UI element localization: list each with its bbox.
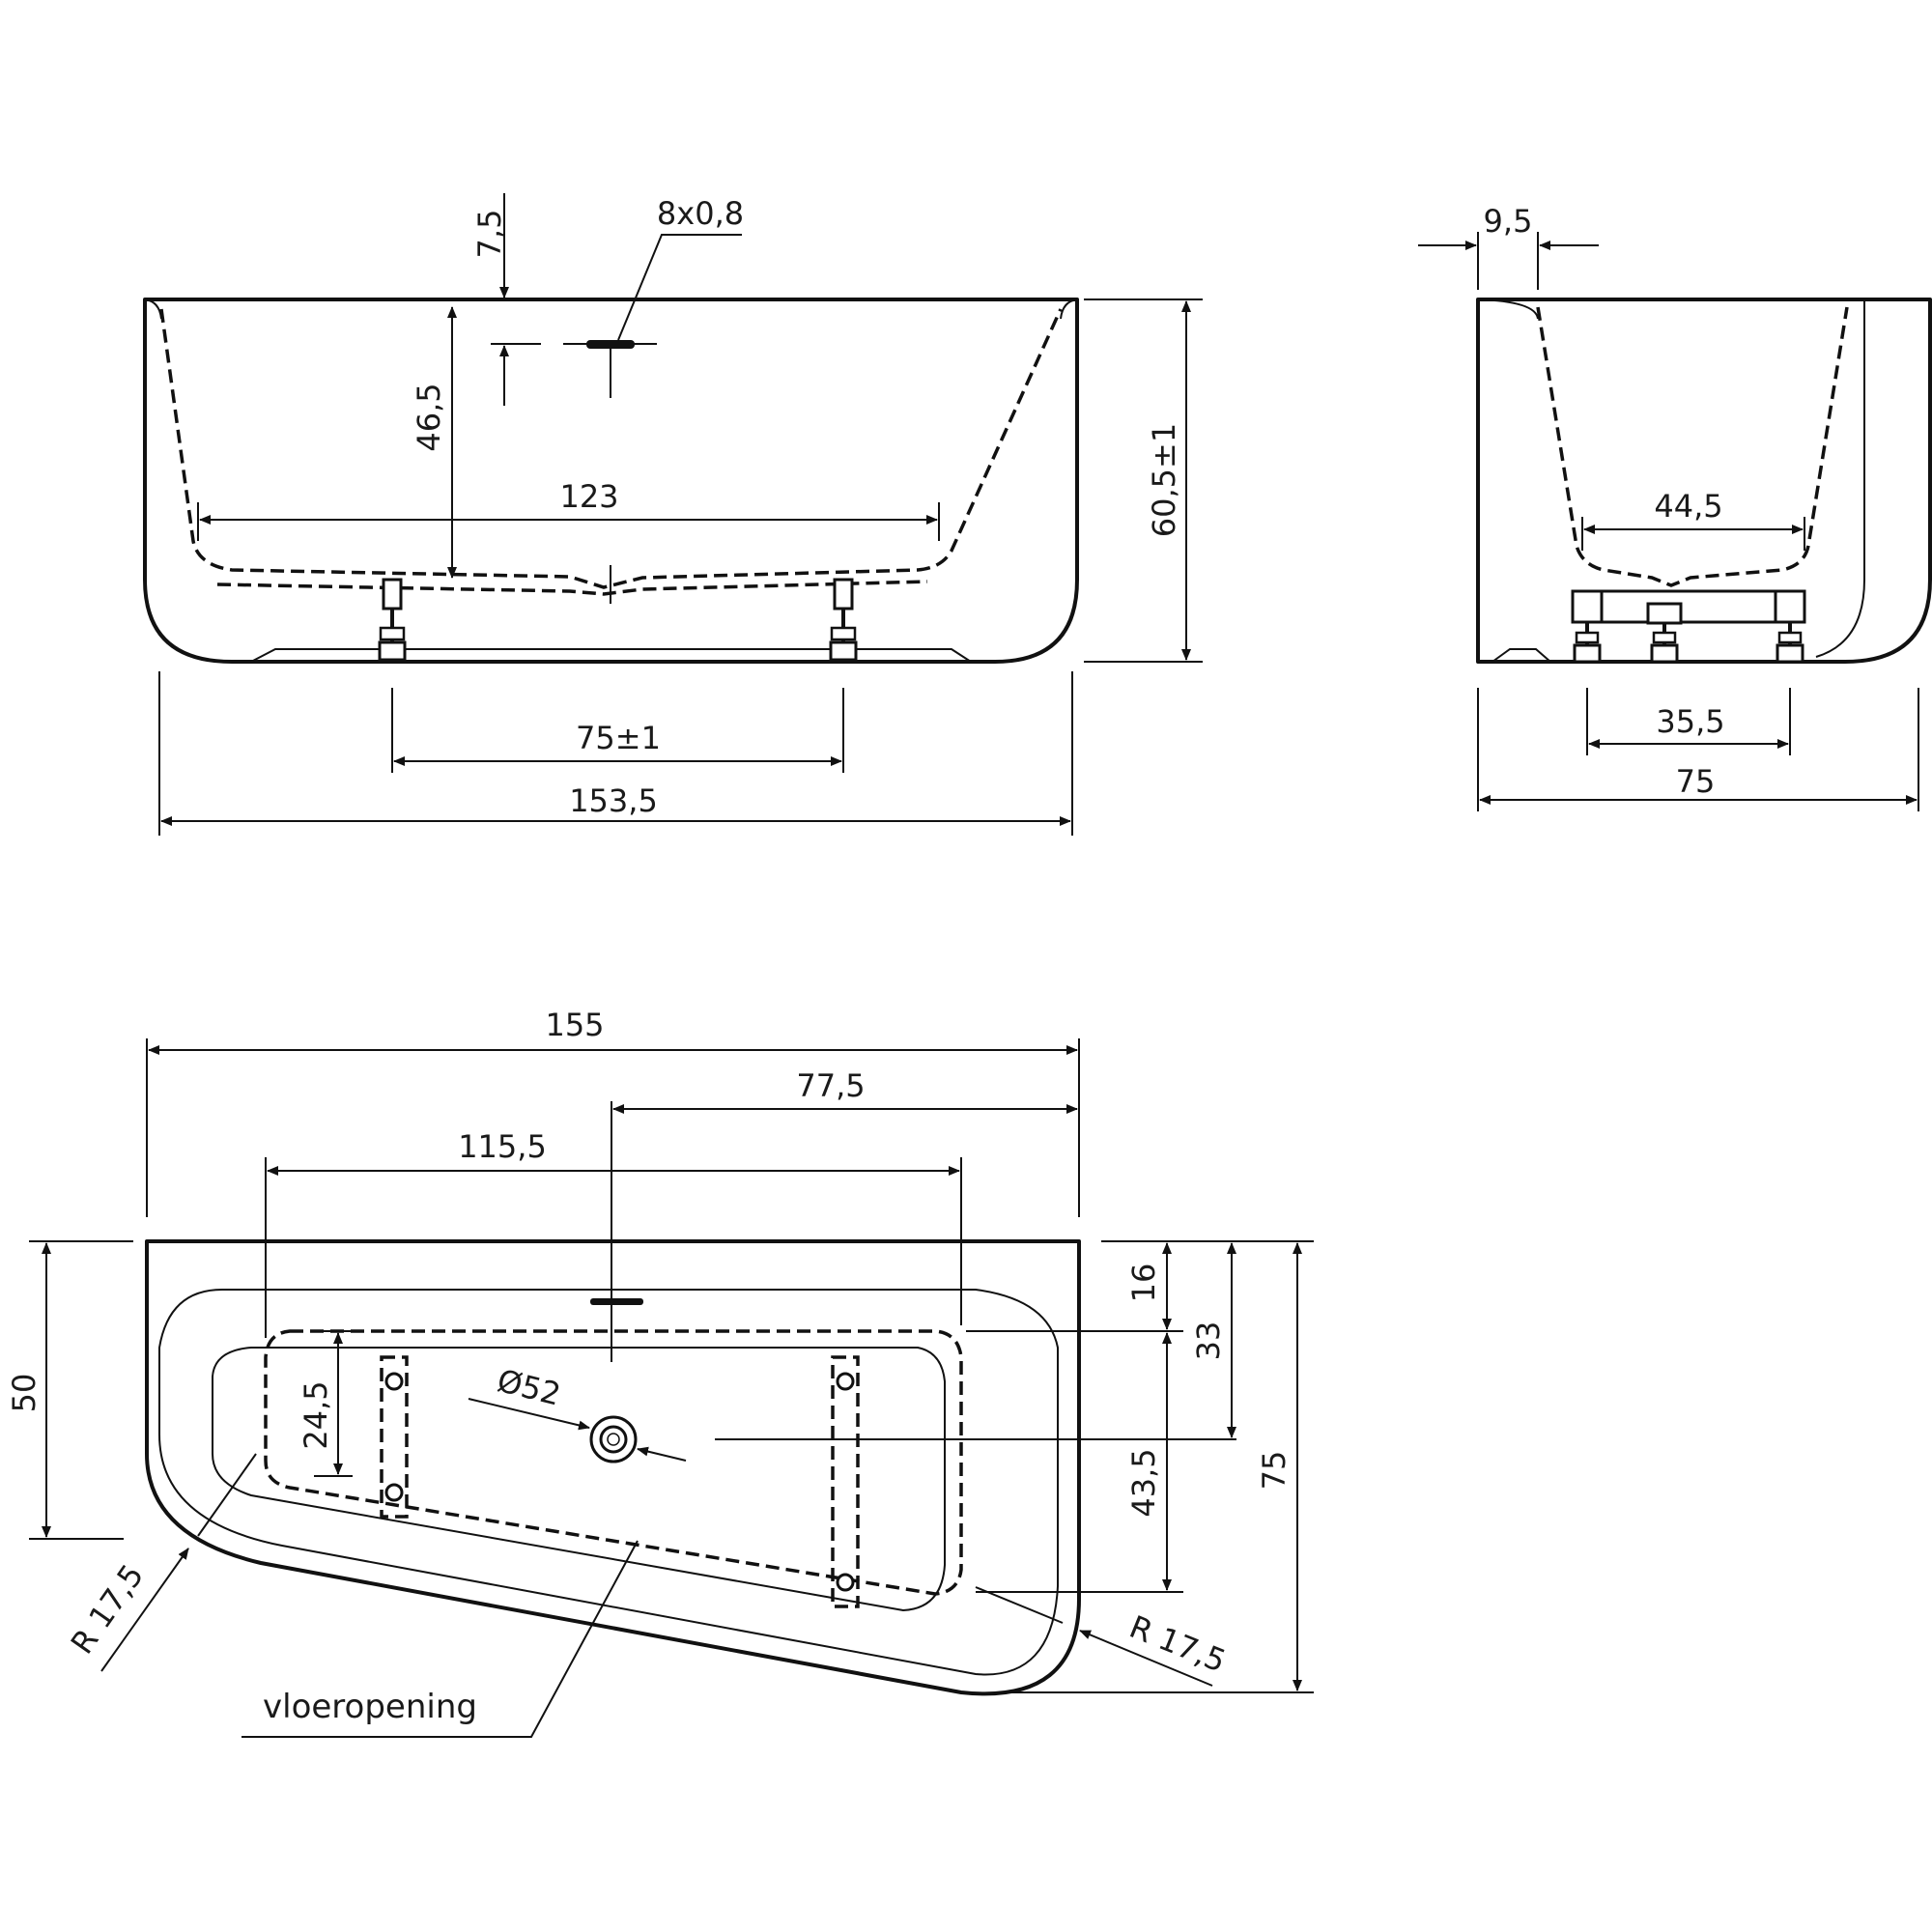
- front-foot-left: [378, 578, 407, 662]
- top-drain-to-edge-label: 43,5: [1125, 1448, 1162, 1517]
- top-total-length-label: 155: [545, 1007, 604, 1043]
- front-feet-spacing-label: 75±1: [576, 720, 661, 756]
- front-tub-outline: [143, 298, 1079, 664]
- top-inner-bowl: [158, 1289, 1059, 1676]
- front-base-plinth: [250, 648, 972, 663]
- top-radius-right-label: R 17,5: [1124, 1608, 1231, 1680]
- overflow-offset-label: 7,5: [471, 210, 508, 259]
- top-inner-floor: [212, 1347, 946, 1612]
- top-radius-left-label: R 17,5: [64, 1557, 152, 1661]
- front-foot-right: [829, 578, 858, 662]
- top-drain-offset-y-label: 33: [1190, 1321, 1227, 1361]
- top-drain-offset-x-label: 77,5: [796, 1067, 865, 1104]
- side-tub-outline: [1476, 298, 1932, 664]
- front-inner-contour: [159, 308, 1063, 589]
- top-floor-opening-width-label: 24,5: [298, 1380, 334, 1449]
- top-tub-outline: [145, 1239, 1081, 1696]
- side-view: 44,5 9,5 35,5 75: [1418, 203, 1932, 811]
- top-short-side-width-label: 50: [6, 1374, 43, 1413]
- top-frame-rail-left: [380, 1355, 409, 1519]
- top-frame-rail-right: [831, 1355, 860, 1608]
- side-feet-spacing-label: 35,5: [1656, 703, 1724, 740]
- front-height-label: 60,5±1: [1146, 423, 1182, 537]
- floor-opening-label: vloeropening: [263, 1688, 477, 1726]
- drain-diameter-label: Ø52: [494, 1362, 564, 1413]
- side-width-label: 75: [1676, 763, 1716, 800]
- top-floor-opening-offset-y-label: 16: [1125, 1264, 1162, 1303]
- top-overflow-slot: [590, 1298, 643, 1305]
- floor-opening: [264, 1329, 963, 1596]
- side-rim-width-label: 9,5: [1484, 203, 1533, 240]
- front-view: 8x0,8 7,5 46,5 123 60,5±1: [143, 193, 1203, 836]
- front-length-label: 153,5: [569, 782, 658, 819]
- inner-length-label: 123: [559, 478, 618, 515]
- side-feet-frame: [1571, 589, 1806, 664]
- top-floor-opening-length-label: 115,5: [458, 1128, 547, 1165]
- top-view: Ø52 155 77,5 115,5 50 2: [6, 1007, 1314, 1738]
- side-inner-contour: [1536, 306, 1849, 587]
- top-total-width-label: 75: [1256, 1451, 1293, 1491]
- drain: [589, 1415, 638, 1463]
- inner-depth-label: 46,5: [411, 383, 447, 451]
- side-inner-width-label: 44,5: [1654, 488, 1722, 525]
- overflow-size-label: 8x0,8: [657, 195, 744, 232]
